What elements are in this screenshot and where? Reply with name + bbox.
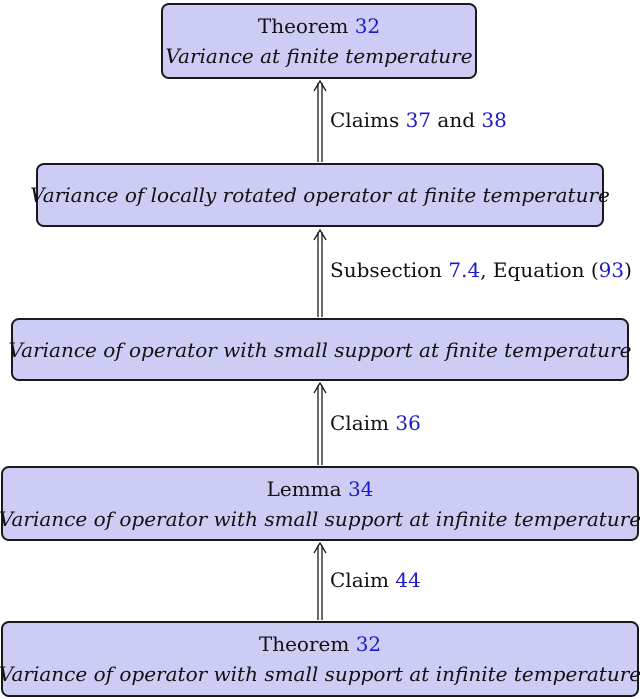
equation-ref-link[interactable]: 93: [598, 258, 625, 282]
claim-ref-link[interactable]: 36: [395, 411, 421, 435]
lemma-34-box: Lemma 34 Variance of operator with small…: [0, 466, 640, 541]
arrow-2: [313, 228, 327, 317]
claim-ref-link[interactable]: 38: [481, 108, 507, 132]
arrow-3: [313, 381, 327, 465]
edge-label-text: Subsection: [330, 258, 443, 282]
box-title-label: Theorem: [258, 632, 350, 656]
subsection-ref-link[interactable]: 7.4: [448, 258, 481, 282]
edge-label-claims: Claims 37 and 38: [330, 108, 507, 132]
edge-label-text: Claims: [330, 108, 400, 132]
box-title-label: Theorem: [257, 14, 349, 38]
edge-label-subsection: Subsection 7.4, Equation (93): [330, 258, 632, 282]
arrow-1: [313, 79, 327, 162]
edge-label-text: Claim: [330, 411, 389, 435]
theorem-ref-link[interactable]: 32: [355, 632, 382, 656]
box-title-label: Lemma: [266, 476, 342, 501]
edge-label-text: and: [437, 108, 476, 132]
edge-label-text: ): [624, 258, 632, 282]
box-description: Variance of operator with small support …: [0, 506, 640, 531]
theorem-ref-link[interactable]: 32: [354, 14, 381, 38]
theorem-32-infinite-box: Theorem 32 Variance of operator with sma…: [0, 621, 640, 697]
box-title: Lemma 34: [267, 474, 374, 504]
box-description: Variance of operator with small support …: [0, 662, 640, 686]
arrow-4: [313, 541, 327, 620]
box-description: Variance of operator with small support …: [8, 337, 632, 362]
claim-ref-link[interactable]: 44: [395, 568, 421, 592]
claim-ref-link[interactable]: 37: [405, 108, 432, 132]
edge-label-claim-44: Claim 44: [330, 568, 421, 592]
small-support-finite-box: Variance of operator with small support …: [8, 318, 632, 381]
theorem-32-finite-box: Theorem 32 Variance at finite temperatur…: [161, 3, 477, 79]
locally-rotated-box: Variance of locally rotated operator at …: [30, 163, 610, 227]
edge-label-text: Claim: [330, 568, 389, 592]
edge-label-text: , Equation (: [480, 258, 599, 282]
box-description: Variance of locally rotated operator at …: [30, 183, 610, 207]
box-title: Theorem 32: [258, 11, 380, 41]
edge-label-claim-36: Claim 36: [330, 411, 421, 435]
box-title: Theorem 32: [259, 629, 381, 659]
lemma-ref-link[interactable]: 34: [347, 476, 374, 501]
box-description: Variance at finite temperature: [165, 44, 473, 68]
